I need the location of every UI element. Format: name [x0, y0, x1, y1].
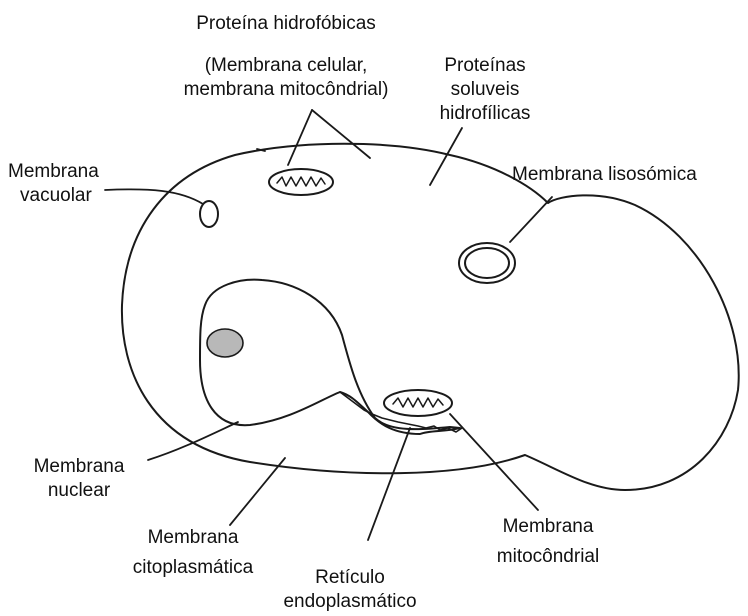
label-soluble-line2: soluveis — [415, 78, 555, 102]
leader-nuclear — [148, 422, 238, 460]
label-lysosomal-line1: Membrana lisosómica — [512, 163, 744, 187]
label-vacuolar-line1: Membrana — [8, 160, 128, 184]
label-hydrophobic-line2: (Membrana celular, — [136, 54, 436, 78]
leader-hydrophobic-b — [312, 110, 370, 158]
label-cytoplasmic-line1: Membrana — [118, 526, 268, 550]
mitochondrion-upper-cristae — [277, 177, 325, 186]
nucleolus — [207, 329, 243, 357]
leader-cytoplasmic — [230, 458, 285, 525]
label-mitochondrial-line1: Membrana — [478, 515, 618, 539]
lysosome-inner — [465, 248, 509, 278]
label-soluble-line1: Proteínas — [415, 54, 555, 78]
label-mitochondrial-membrane: Membrana mitocôndrial — [478, 515, 618, 569]
leader-mitochondrial — [450, 414, 538, 510]
label-lysosomal-membrane: Membrana lisosómica — [512, 163, 744, 187]
label-soluble-line3: hidrofílicas — [415, 102, 555, 126]
label-er-line1: Retículo — [270, 566, 430, 590]
leader-lysosomal — [510, 197, 552, 242]
label-vacuolar-line2: vacuolar — [8, 184, 128, 208]
label-soluble-proteins: Proteínas soluveis hidrofílicas — [415, 54, 555, 126]
label-mitochondrial-line2: mitocôndrial — [478, 545, 618, 569]
label-cytoplasmic-line2: citoplasmática — [118, 556, 268, 580]
label-vacuolar-membrane: Membrana vacuolar — [8, 160, 128, 208]
label-nuclear-membrane: Membrana nuclear — [18, 455, 140, 503]
label-cytoplasmic-membrane: Membrana citoplasmática — [118, 526, 268, 580]
label-nuclear-line1: Membrana — [18, 455, 140, 479]
nucleus-outline — [200, 280, 460, 434]
label-endoplasmic-reticulum: Retículo endoplasmático — [270, 566, 430, 614]
leader-er — [368, 428, 410, 540]
cell-outline — [122, 144, 739, 490]
mitochondrion-lower-cristae — [393, 398, 443, 407]
label-hydrophobic-line3: membrana mitocôndrial) — [136, 78, 436, 102]
label-hydrophobic-line1: Proteína hidrofóbicas — [136, 12, 436, 36]
label-hydrophobic-proteins: Proteína hidrofóbicas (Membrana celular,… — [136, 12, 436, 102]
label-er-line2: endoplasmático — [270, 590, 430, 614]
leader-hydrophobic-a — [288, 110, 312, 165]
vacuole — [200, 201, 218, 227]
label-nuclear-line2: nuclear — [18, 479, 140, 503]
